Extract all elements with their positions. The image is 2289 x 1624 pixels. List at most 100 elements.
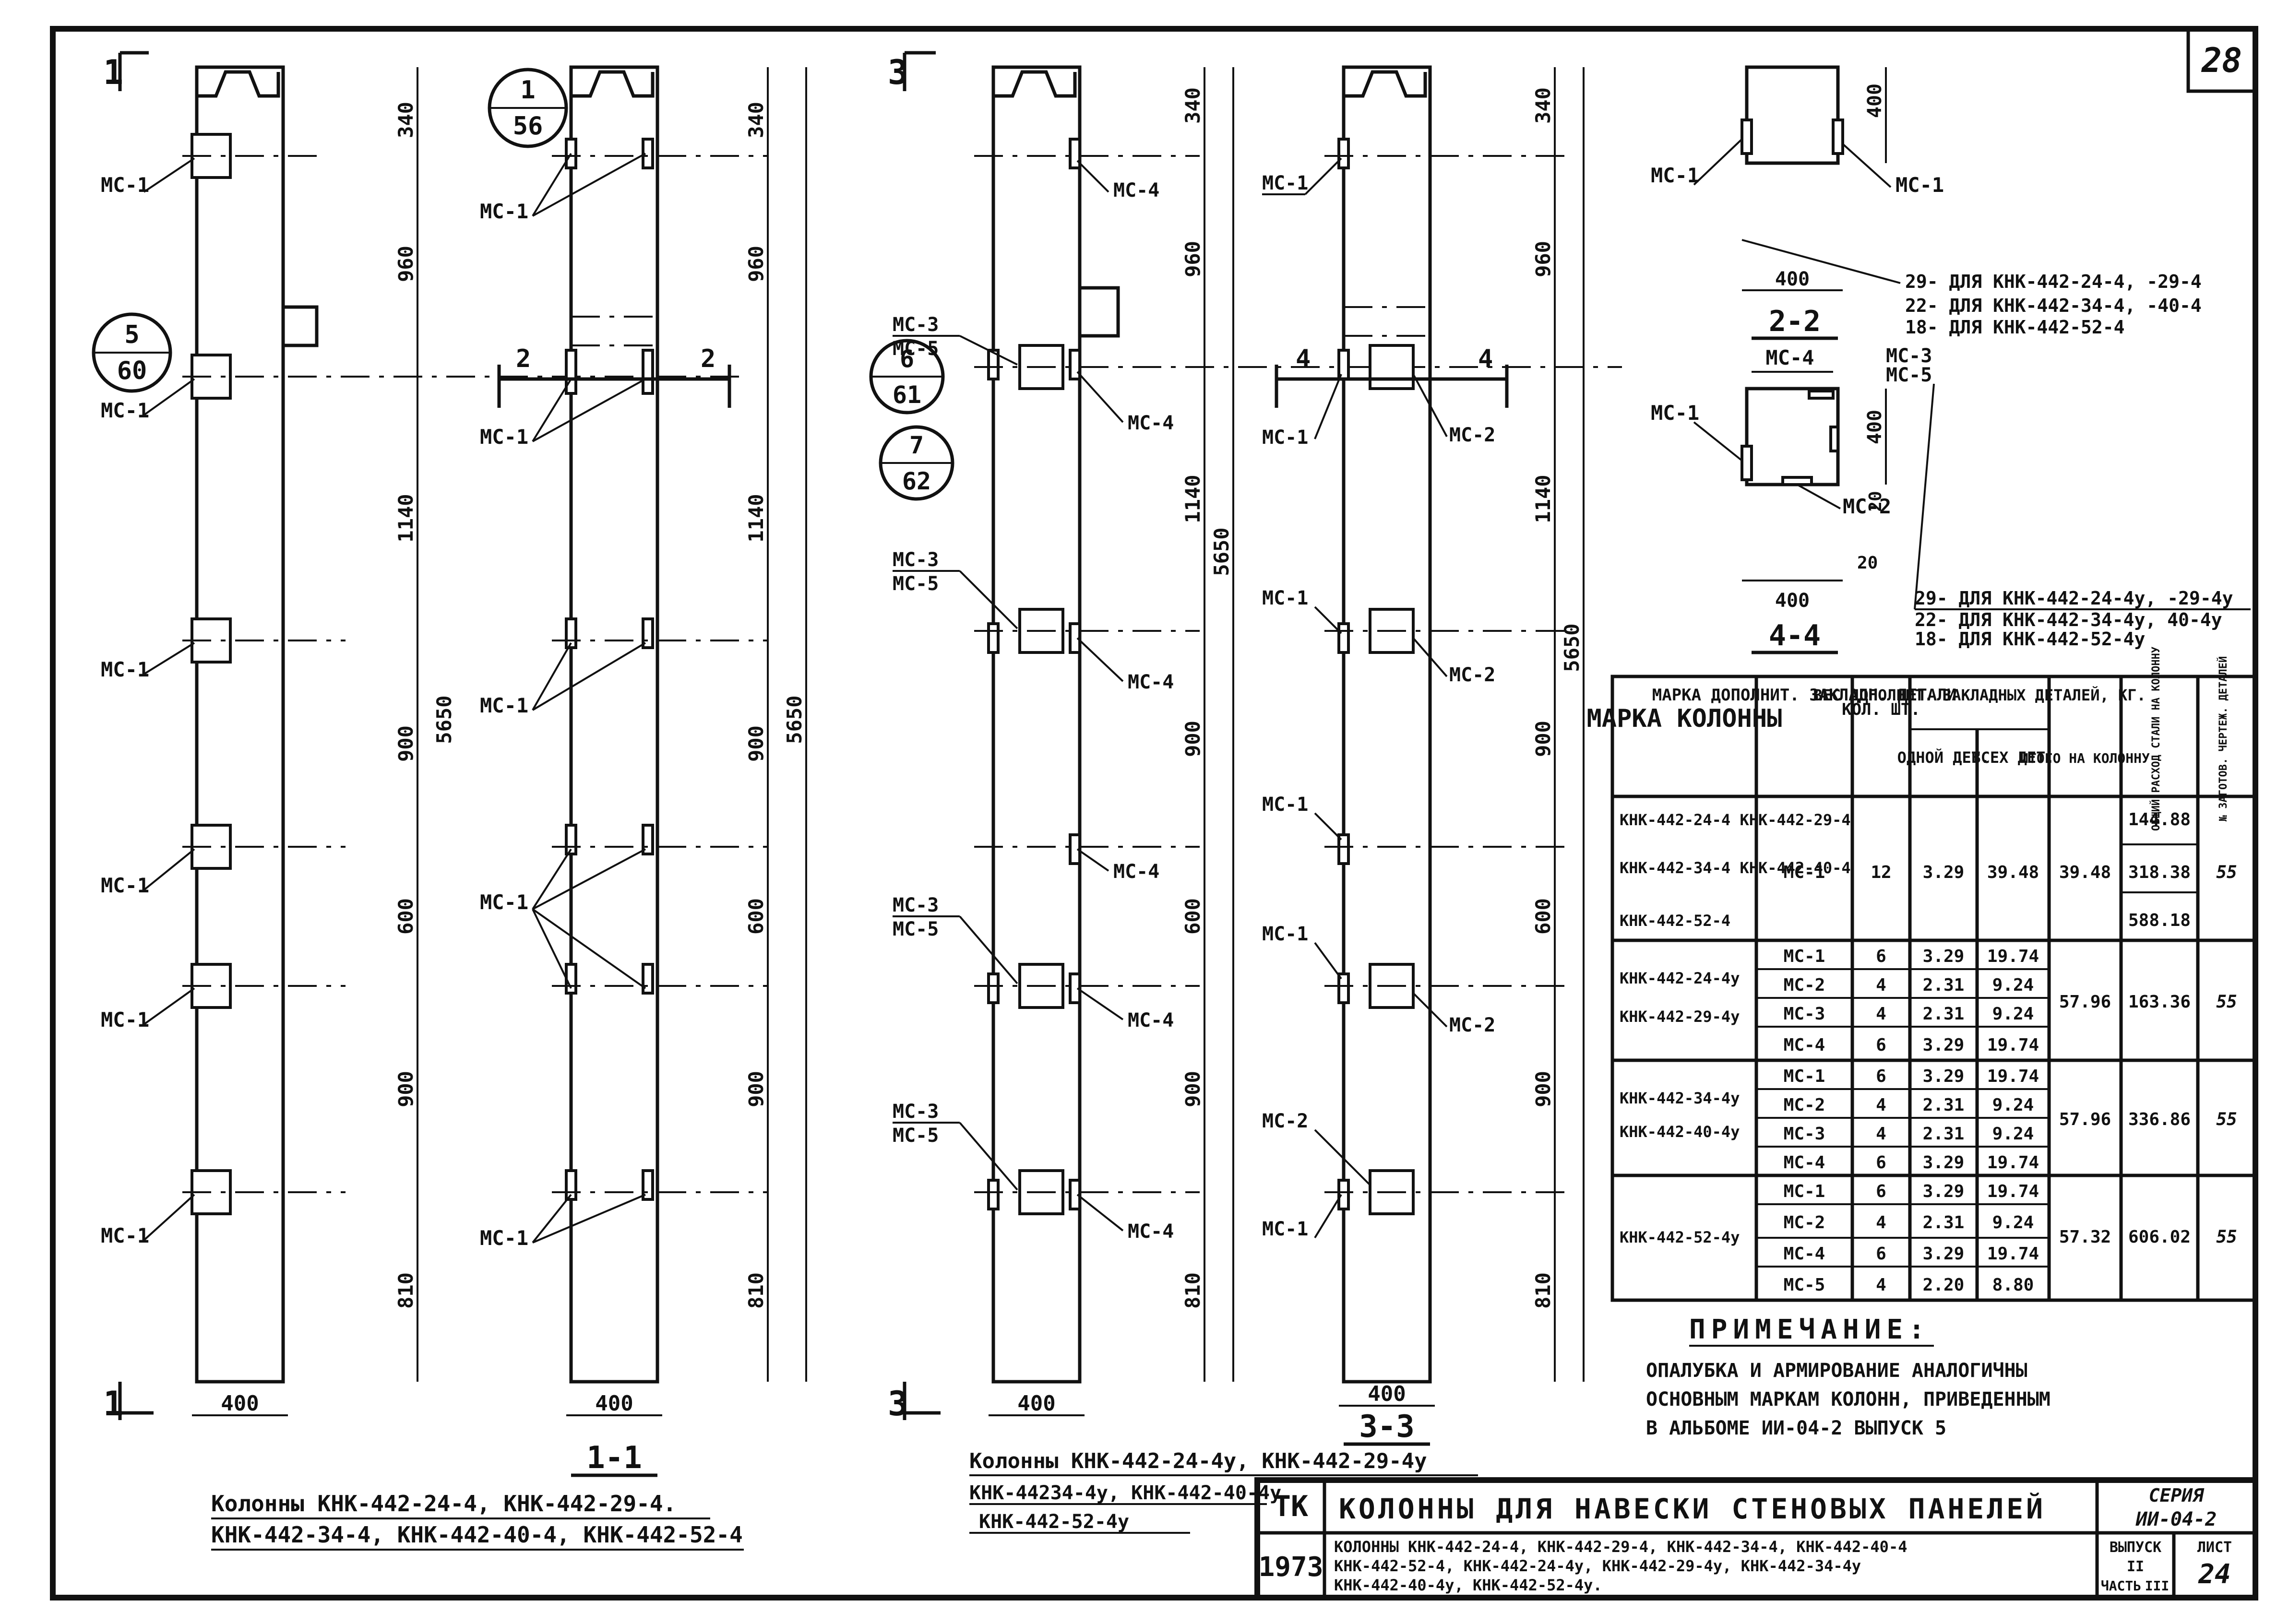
drawing-label: 400	[1017, 1391, 1055, 1416]
drawing-label: 900	[744, 725, 768, 762]
drawing-label: 4	[1478, 344, 1493, 373]
drawing-label: КНК-442-52-4у	[979, 1511, 1129, 1533]
drawing-label: 55	[2216, 1227, 2237, 1247]
drawing-label: ЧАСТЬ	[2101, 1578, 2141, 1594]
drawing-label: ВЕС ДОПОЛНИТ. ЗАКЛАДНЫХ ДЕТАЛЕЙ, КГ.	[1813, 686, 2146, 704]
cut-mark: 2	[701, 344, 715, 373]
drawing-label: 19.74	[1987, 1035, 2039, 1055]
drawing-label: 6	[1876, 1035, 1886, 1055]
drawing-label: 29- ДЛЯ КНК-442-24-4у, -29-4у	[1915, 588, 2233, 609]
drawing-label: 29- ДЛЯ КНК-442-24-4, -29-4	[1905, 271, 2202, 292]
drawing-label: МС-2	[1449, 1014, 1495, 1036]
ms1-label: МС-1	[480, 425, 528, 449]
drawing-label: III	[2145, 1578, 2170, 1594]
column-3-elevation	[974, 65, 1622, 1384]
ms1-label: МС-1	[101, 1224, 149, 1247]
drawing-label: 55	[2216, 992, 2237, 1012]
drawing-label: 400	[1368, 1382, 1406, 1406]
drawing-label: 57.96	[2059, 992, 2111, 1012]
drawing-label: МС-3	[893, 549, 939, 571]
drawing-label: КОЛ. ШТ.	[1842, 700, 1920, 719]
drawing-label: 9.24	[1992, 1004, 2034, 1024]
drawing-label: 1	[520, 76, 535, 105]
width-dim: 400	[221, 1391, 259, 1416]
drawing-label: 4	[1876, 1275, 1886, 1295]
drawing-label: II	[2127, 1558, 2144, 1575]
group2-labels: 3 3 МС-4 МС-3 МС-5 МС-4 6 61 7 62 МС-3 М…	[869, 51, 1174, 1423]
drawing-label: МС-2	[1449, 424, 1495, 446]
drawing-label: 2-2	[1769, 305, 1821, 338]
drawing-label: 2.20	[1923, 1275, 1965, 1295]
drawing-label: 960	[1531, 241, 1555, 277]
drawing-label: 39.48	[2059, 863, 2111, 882]
drawing-label: 1140	[1181, 474, 1204, 523]
drawing-label: КНК-442-52-4у	[1620, 1228, 1740, 1246]
drawing-label: МС-2	[1449, 664, 1495, 686]
drawing-label: 600	[1181, 898, 1204, 935]
drawing-label: 144.88	[2128, 810, 2191, 830]
drawing-label: КНК-442-40-4у	[1620, 1123, 1740, 1141]
drawing-label: 4	[1876, 1124, 1886, 1144]
drawing-label: 22- ДЛЯ КНК-442-34-4, -40-4	[1905, 295, 2202, 316]
ms1-label: МС-1	[101, 1008, 149, 1031]
column-2-elevation	[552, 65, 768, 1384]
group1-col2-labels: 1 56 МС-1 МС-1 МС-1 МС-1 МС-1 2 2 400 1-…	[480, 68, 731, 1477]
drawing-label: 19.74	[1987, 1153, 2039, 1173]
sheet-number-box: 28	[2186, 27, 2257, 93]
drawing-label: 20	[1866, 491, 1885, 511]
detail-bubble-5-60: 5 60	[92, 312, 172, 393]
drawing-label: 2.31	[1923, 975, 1965, 995]
drawing-label: МС-1	[1262, 587, 1308, 609]
drawing-label: МС-2	[1784, 1095, 1825, 1115]
drawing-label: 400	[1864, 83, 1886, 118]
drawing-label: 9.24	[1992, 975, 2034, 995]
drawing-label: МС-1	[1262, 172, 1308, 194]
drawing-label: 5650	[783, 695, 806, 744]
drawing-label: МС-3	[893, 894, 939, 916]
drawing-label: 8.80	[1992, 1275, 2034, 1295]
drawing-label: МС-1	[1896, 173, 1944, 197]
section-1-1: 1-1	[586, 1440, 642, 1476]
drawing-label: МС-4	[1784, 1244, 1825, 1264]
drawing-label: МС-1	[1784, 947, 1825, 966]
drawing-label: МС-1	[1784, 1067, 1825, 1086]
drawing-label: 7	[909, 431, 924, 459]
drawing-label: 600	[1531, 898, 1555, 935]
drawing-label: МС-4	[1784, 1035, 1825, 1055]
drawing-label: МС-5	[893, 573, 939, 595]
drawing-label: 12	[1871, 863, 1891, 882]
drawing-label: МС-3	[1784, 1124, 1825, 1144]
drawing-label: 810	[1531, 1272, 1555, 1309]
drawing-label: ПРИМЕЧАНИЕ:	[1689, 1314, 1931, 1345]
drawing-label: 39.48	[1987, 863, 2039, 882]
drawing-label: 2.31	[1923, 1213, 1965, 1233]
drawing-label: КНК-442-24-4 КНК-442-29-4	[1620, 811, 1851, 829]
drawing-label: 6	[1876, 947, 1886, 966]
drawing-label: 5650	[1560, 623, 1584, 672]
drawing-label: 2.31	[1923, 1124, 1965, 1144]
drawing-label: 4	[1876, 1004, 1886, 1024]
drawing-label: МС-4	[1128, 671, 1174, 693]
drawing-label: МС-4	[1765, 346, 1814, 369]
drawing-label: 6	[1876, 1244, 1886, 1264]
drawing-label: 960	[1181, 241, 1204, 277]
title-block: ТК 1973 КОЛОННЫ ДЛЯ НАВЕСКИ СТЕНОВЫХ ПАН…	[1254, 1477, 2258, 1600]
drawing-label: 4	[1876, 975, 1886, 995]
drawing-label: МС-1	[1651, 164, 1699, 187]
drawing-label: 56	[513, 112, 543, 141]
drawing-label: 340	[1181, 87, 1204, 124]
drawing-label: 400	[1864, 410, 1886, 444]
drawing-label: КНК-442-34-4у	[1620, 1089, 1740, 1107]
drawing-label: 5650	[432, 695, 456, 744]
drawing-label: 19.74	[1987, 1244, 2039, 1264]
ms1-label: МС-1	[480, 200, 528, 223]
drawing-label: 55	[2216, 1110, 2237, 1129]
ms1-label: МС-1	[101, 399, 149, 422]
group2-col4-labels: МС-1 4 4 МС-1 МС-2 МС-1 МС-2 МС-1 МС-1 М…	[1262, 157, 1509, 1446]
group2-rows: МС-1 6 3.29 19.74 МС-2 4 2.31 9.24 МС-3 …	[1784, 947, 2039, 1055]
drawing-label: КНК-442-40-4у, КНК-442-52-4у.	[1334, 1576, 1602, 1594]
width-dim: 400	[595, 1391, 633, 1416]
drawing-label: МС-4	[1128, 1221, 1174, 1243]
drawing-label: МС-1	[1262, 923, 1308, 945]
table-text: МАРКА КОЛОННЫ МАРКА ДОПОЛНИТ. ЗАКЛАДН. Д…	[1587, 647, 2237, 1295]
